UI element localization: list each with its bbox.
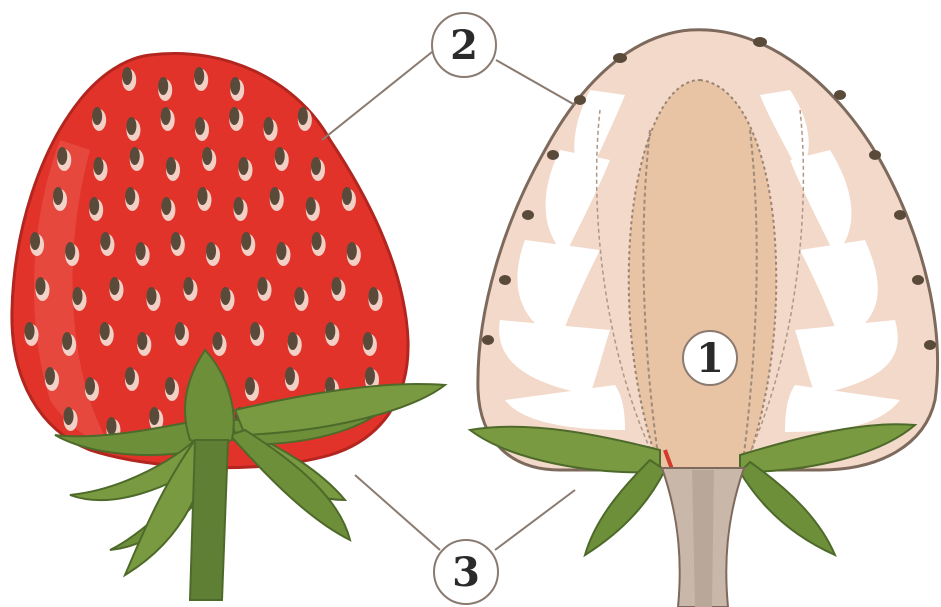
achene xyxy=(149,407,159,425)
achene xyxy=(166,157,176,175)
achene xyxy=(295,287,305,305)
achene xyxy=(126,117,136,135)
achene xyxy=(245,377,255,395)
achene xyxy=(753,37,767,47)
achene xyxy=(285,367,295,385)
achene xyxy=(45,367,55,385)
achene xyxy=(924,340,936,350)
achene xyxy=(30,232,40,250)
achene xyxy=(206,242,216,260)
achene xyxy=(325,322,335,340)
achene xyxy=(100,322,110,340)
achene xyxy=(342,187,352,205)
callout-label-1: 1 xyxy=(696,335,724,382)
leader-line-3-left xyxy=(355,475,440,550)
achene xyxy=(25,322,35,340)
achene xyxy=(298,107,308,125)
callout-2: 2 xyxy=(432,13,496,77)
achene xyxy=(136,242,146,260)
achene xyxy=(158,77,168,95)
achene xyxy=(363,332,373,350)
achene xyxy=(92,107,102,125)
achene xyxy=(130,147,140,165)
achene xyxy=(198,187,208,205)
achene xyxy=(230,77,240,95)
callout-label-2: 2 xyxy=(450,22,478,69)
achene xyxy=(137,332,147,350)
sepal xyxy=(740,462,835,555)
achene xyxy=(365,367,375,385)
achene xyxy=(275,147,285,165)
whole-strawberry xyxy=(12,53,445,600)
achene xyxy=(184,277,194,295)
achene xyxy=(613,53,627,63)
sepal xyxy=(585,460,665,555)
achene xyxy=(125,187,135,205)
achene xyxy=(234,197,244,215)
achene xyxy=(306,197,316,215)
achene xyxy=(161,197,171,215)
achene xyxy=(100,232,110,250)
achene xyxy=(202,147,212,165)
achene xyxy=(175,322,185,340)
achene xyxy=(85,377,95,395)
achene xyxy=(311,157,321,175)
achene xyxy=(270,187,280,205)
achene xyxy=(73,287,83,305)
leader-line-2-left xyxy=(322,52,432,140)
section-core xyxy=(629,80,777,470)
achene xyxy=(221,287,231,305)
achene xyxy=(547,150,559,160)
achene xyxy=(194,67,204,85)
achene xyxy=(574,95,586,105)
whole-strawberry-stem xyxy=(190,440,228,600)
achene xyxy=(89,197,99,215)
achene xyxy=(250,322,260,340)
achene xyxy=(122,67,132,85)
achene xyxy=(239,157,249,175)
achene xyxy=(125,367,135,385)
achene xyxy=(347,242,357,260)
achene xyxy=(499,275,511,285)
achene xyxy=(171,232,181,250)
strawberry-cross-section xyxy=(470,30,938,607)
callout-1: 1 xyxy=(683,331,737,385)
callout-3: 3 xyxy=(434,540,498,604)
achene xyxy=(369,287,379,305)
achene xyxy=(165,377,175,395)
achene xyxy=(312,232,322,250)
achene xyxy=(869,150,881,160)
achene xyxy=(288,332,298,350)
achene xyxy=(213,332,223,350)
achene xyxy=(62,332,72,350)
achene xyxy=(57,147,67,165)
achene xyxy=(834,90,846,100)
achene xyxy=(64,407,74,425)
achene xyxy=(894,210,906,220)
achene xyxy=(912,275,924,285)
achene xyxy=(36,277,46,295)
achene xyxy=(482,335,494,345)
achene xyxy=(147,287,157,305)
achene xyxy=(110,277,120,295)
achene xyxy=(94,157,104,175)
achene xyxy=(229,107,239,125)
achene xyxy=(522,210,534,220)
achene xyxy=(65,242,75,260)
achene xyxy=(106,417,116,435)
leader-line-2-right xyxy=(496,60,575,105)
achene xyxy=(276,242,286,260)
achene xyxy=(258,277,268,295)
achene xyxy=(241,232,251,250)
section-stem-core xyxy=(692,470,714,607)
callout-label-3: 3 xyxy=(452,549,480,596)
leader-line-3-right xyxy=(495,490,575,550)
achene xyxy=(264,117,274,135)
achene xyxy=(195,117,205,135)
achene xyxy=(161,107,171,125)
achene xyxy=(53,187,63,205)
achene xyxy=(332,277,342,295)
